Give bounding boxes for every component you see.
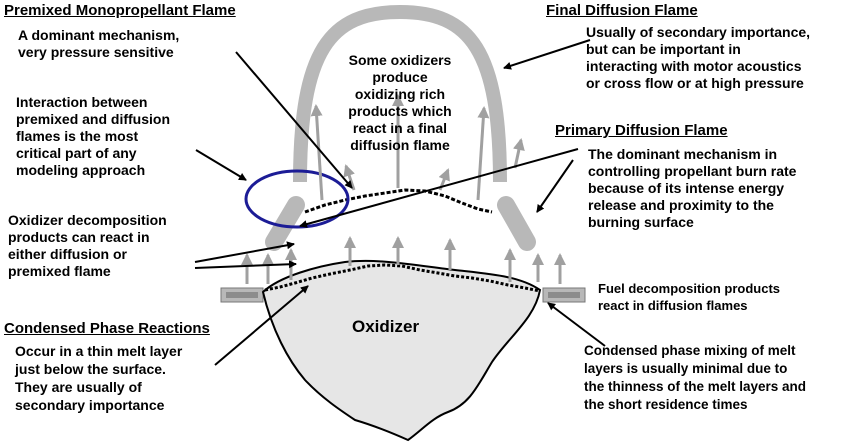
primary-diffusion-line: release and proximity to the <box>588 197 774 213</box>
final-diffusion-line: Usually of secondary importance, <box>586 24 811 40</box>
center-note-line: products which <box>348 103 452 119</box>
interaction-note-line: Interaction between <box>16 94 148 110</box>
product-arrows <box>241 94 566 284</box>
interaction-note-line: premixed and diffusion <box>16 111 171 127</box>
right-binder-core <box>548 292 580 298</box>
primary-pointer-left <box>299 148 579 228</box>
interaction-pointer <box>195 149 247 181</box>
premixed-note-line: very pressure sensitive <box>18 44 174 60</box>
product-arrow <box>476 106 490 201</box>
final-diffusion-line: interacting with motor acoustics <box>586 58 802 74</box>
primary-diffusion-line: because of its intense energy <box>588 180 785 196</box>
final-diffusion-line: but can be important in <box>586 41 741 57</box>
interaction-ellipse <box>244 169 350 229</box>
fuel-decomposition-line: Fuel decomposition products <box>598 281 781 296</box>
interaction-note-line: modeling approach <box>16 162 146 178</box>
product-arrow <box>343 164 356 191</box>
condensed-mixing-line: the short residence times <box>584 397 748 412</box>
primary-diffusion-line: controlling propellant burn rate <box>588 163 797 179</box>
interaction-note-line: flames is the most <box>16 128 139 144</box>
left-primary-flame <box>265 196 305 251</box>
oxidizer-decomposition-line: premixed flame <box>8 263 111 279</box>
condensed-mixing-line: the thinness of the melt layers and <box>584 379 807 394</box>
mixing-pointer <box>547 302 606 347</box>
decomp-pointer-lower <box>194 260 297 269</box>
condensed-phase-line: Occur in a thin melt layer <box>15 343 183 359</box>
final-diffusion-line: or cross flow or at high pressure <box>586 75 804 91</box>
center-note-line: produce <box>372 69 428 85</box>
heading-primary-diffusion-flame: Primary Diffusion Flame <box>555 122 728 139</box>
primary-diffusion-line: The dominant mechanism in <box>588 146 778 162</box>
condensed-phase-line: secondary importance <box>15 397 165 413</box>
condensed-phase-line: They are usually of <box>15 379 142 395</box>
oxidizer-particle <box>261 259 542 442</box>
right-primary-flame <box>497 196 536 251</box>
center-note-line: react in a final <box>352 120 448 136</box>
final-diffusion-flame-arch <box>293 4 507 183</box>
decomp-pointer-upper <box>194 241 295 263</box>
condensed-phase-line: just below the surface. <box>15 361 166 377</box>
primary-pointer-right <box>536 159 574 213</box>
annotation-arrows <box>194 39 606 366</box>
final-pointer <box>503 39 591 70</box>
center-note-line: oxidizing rich <box>354 86 446 102</box>
center-note-line: Some oxidizers <box>348 52 452 68</box>
center-note-line: diffusion flame <box>350 137 450 153</box>
left-binder-core <box>226 292 258 298</box>
interaction-note-line: critical part of any <box>16 145 137 161</box>
product-arrow <box>513 138 525 169</box>
condensed-mixing-line: Condensed phase mixing of melt <box>584 343 796 358</box>
premixed-note-line: A dominant mechanism, <box>18 27 180 43</box>
product-arrow <box>310 104 324 201</box>
condensed-mixing-line: layers is usually minimal due to <box>584 361 788 376</box>
heading-premixed-flame: Premixed Monopropellant Flame <box>4 2 236 19</box>
primary-diffusion-line: burning surface <box>588 214 694 230</box>
heading-condensed-phase-reactions: Condensed Phase Reactions <box>4 320 210 337</box>
fuel-decomposition-line: react in diffusion flames <box>598 298 748 313</box>
premixed-flame-line <box>304 188 493 214</box>
melt-layer-surface <box>264 263 541 293</box>
oxidizer-decomposition-line: Oxidizer decomposition <box>8 212 167 228</box>
condensed-pointer <box>214 285 309 366</box>
heading-final-diffusion-flame: Final Diffusion Flame <box>546 2 698 19</box>
oxidizer-decomposition-line: products can react in <box>8 229 150 245</box>
oxidizer-decomposition-line: either diffusion or <box>8 246 127 262</box>
oxidizer-label: Oxidizer <box>352 317 420 336</box>
premixed-pointer <box>235 51 353 189</box>
